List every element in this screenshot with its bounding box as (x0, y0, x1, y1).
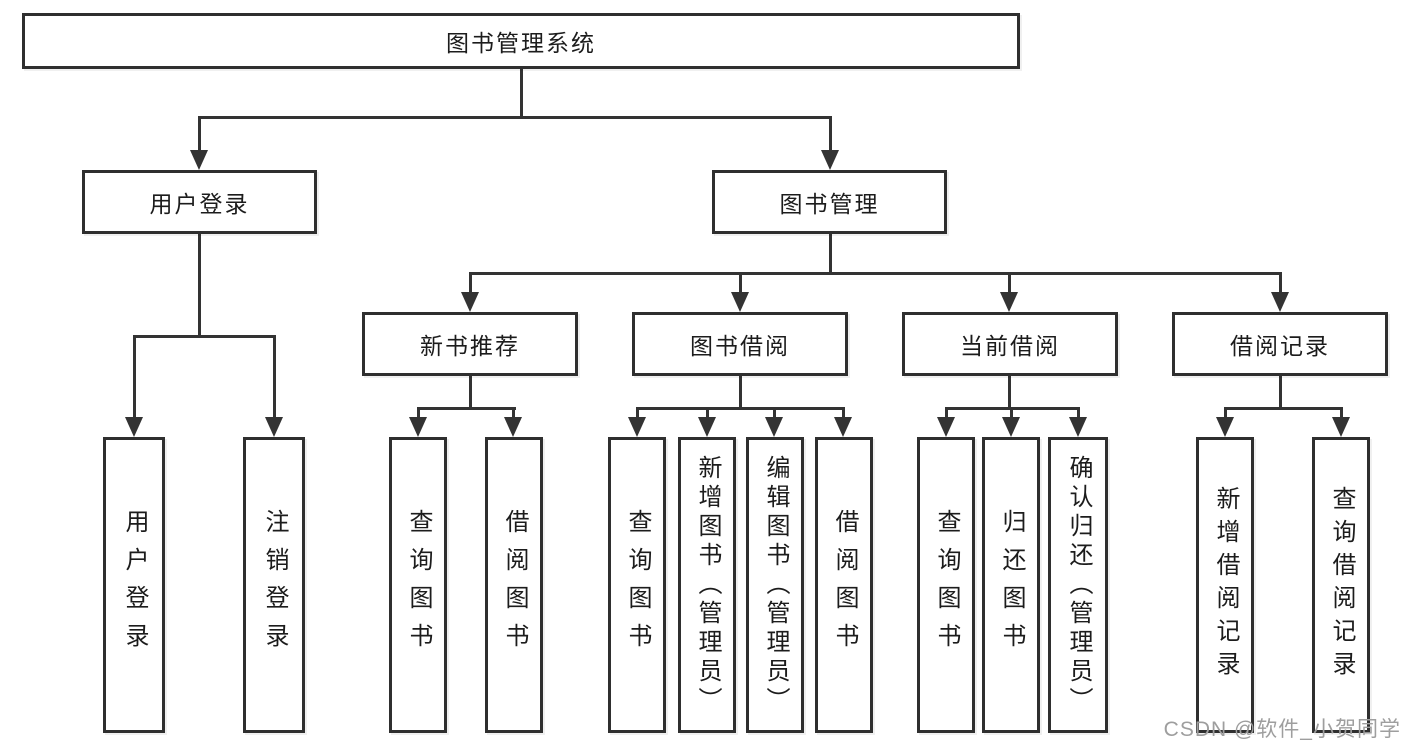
node-borrowing-records: 借阅记录 (1172, 312, 1388, 376)
connector-arrowhead (504, 417, 522, 437)
connector-line (945, 407, 948, 420)
connector-arrowhead (190, 150, 208, 170)
connector-line (512, 407, 515, 420)
node-logout: 注销登录 (243, 437, 305, 733)
connector-arrowhead (731, 292, 749, 312)
connector-line (1008, 272, 1011, 294)
connector-line (829, 233, 832, 274)
node-label: 注销登录 (261, 509, 288, 661)
connector-arrowhead (409, 417, 427, 437)
node-rec-query-books: 查询图书 (389, 437, 447, 733)
connector-line (133, 335, 276, 338)
connector-line (739, 272, 742, 294)
node-label: 用户登录 (121, 509, 148, 661)
node-user-login-branch: 用户登录 (82, 170, 317, 234)
node-label: 编辑图书（管理员） (762, 454, 789, 716)
connector-line (469, 272, 1282, 275)
connector-line (1008, 376, 1011, 409)
connector-line (706, 407, 709, 420)
node-label: 用户登录 (149, 191, 250, 217)
connector-arrowhead (821, 150, 839, 170)
connector-arrowhead (834, 417, 852, 437)
connector-line (1077, 407, 1080, 420)
connector-line (842, 407, 845, 420)
csdn-watermark: CSDN @软件_小贺同学 (1163, 718, 1401, 741)
connector-line (198, 116, 832, 119)
connector-line (198, 116, 201, 152)
node-new-book-recommendation: 新书推荐 (362, 312, 578, 376)
node-label: 查询图书 (933, 509, 960, 661)
node-current-borrowing: 当前借阅 (902, 312, 1118, 376)
node-label: 归还图书 (998, 509, 1025, 661)
node-borrow-query-books: 查询图书 (608, 437, 666, 733)
connector-line (1279, 272, 1282, 294)
node-library-management-system: 图书管理系统 (22, 13, 1020, 69)
connector-arrowhead (698, 417, 716, 437)
node-borrow-borrow-books: 借阅图书 (815, 437, 873, 733)
connector-arrowhead (1002, 417, 1020, 437)
connector-arrowhead (265, 417, 283, 437)
connector-line (1340, 407, 1343, 420)
connector-line (1224, 407, 1343, 410)
connector-arrowhead (1000, 292, 1018, 312)
node-label: 确认归还（管理员） (1065, 454, 1092, 716)
connector-line (1279, 376, 1282, 409)
connector-line (829, 116, 832, 152)
connector-arrowhead (461, 292, 479, 312)
node-label: 新增图书（管理员） (694, 454, 721, 716)
node-label: 图书管理 (779, 191, 880, 217)
connector-line (417, 407, 516, 410)
node-label: 查询图书 (405, 509, 432, 661)
connector-arrowhead (125, 417, 143, 437)
node-book-borrowing: 图书借阅 (632, 312, 848, 376)
node-current-query-books: 查询图书 (917, 437, 975, 733)
node-current-return-books: 归还图书 (982, 437, 1040, 733)
node-borrow-edit-books-admin: 编辑图书（管理员） (746, 437, 804, 733)
node-label: 新书推荐 (420, 333, 520, 359)
node-label: 借阅图书 (501, 509, 528, 661)
node-label: 图书借阅 (690, 333, 790, 359)
connector-line (773, 407, 776, 420)
node-label: 借阅记录 (1230, 333, 1330, 359)
node-label: 图书管理系统 (446, 30, 596, 56)
connector-arrowhead (1069, 417, 1087, 437)
node-label: 查询图书 (624, 509, 651, 661)
connector-line (636, 407, 639, 420)
connector-line (133, 335, 136, 419)
node-current-confirm-return-admin: 确认归还（管理员） (1048, 437, 1108, 733)
node-user-login: 用户登录 (103, 437, 165, 733)
connector-line (636, 407, 845, 410)
connector-arrowhead (628, 417, 646, 437)
connector-line (1224, 407, 1227, 420)
node-rec-borrow-books: 借阅图书 (485, 437, 543, 733)
connector-arrowhead (1332, 417, 1350, 437)
node-records-add-record: 新增借阅记录 (1196, 437, 1254, 733)
connector-arrowhead (765, 417, 783, 437)
node-label: 查询借阅记录 (1328, 486, 1355, 684)
connector-arrowhead (937, 417, 955, 437)
node-borrow-add-books-admin: 新增图书（管理员） (678, 437, 736, 733)
connector-line (273, 335, 276, 419)
connector-line (469, 376, 472, 409)
connector-line (1010, 407, 1013, 420)
connector-arrowhead (1216, 417, 1234, 437)
node-label: 当前借阅 (960, 333, 1060, 359)
node-records-query-record: 查询借阅记录 (1312, 437, 1370, 733)
connector-line (469, 272, 472, 294)
connector-line (417, 407, 420, 420)
node-label: 借阅图书 (831, 509, 858, 661)
node-label: 新增借阅记录 (1212, 486, 1239, 684)
connector-arrowhead (1271, 292, 1289, 312)
connector-line (520, 69, 523, 117)
connector-line (739, 376, 742, 409)
connector-line (198, 233, 201, 337)
node-book-management: 图书管理 (712, 170, 947, 234)
